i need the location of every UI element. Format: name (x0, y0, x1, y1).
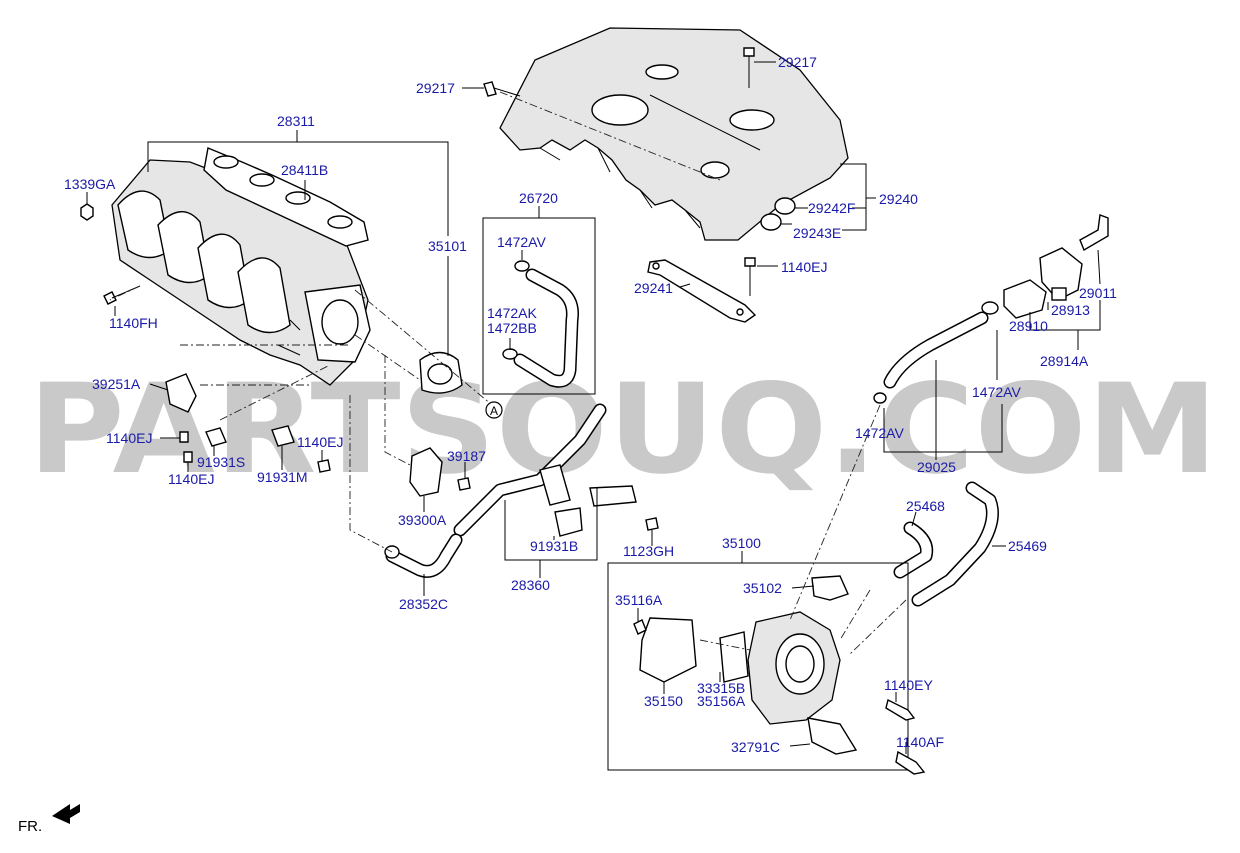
bolt-1140EJ-top-drawing (744, 257, 756, 296)
bolt-1140EJ-c-drawing (317, 459, 331, 473)
part-label-32791C[interactable]: 32791C (731, 739, 780, 755)
pcv-bracket-drawing (981, 214, 1109, 319)
part-label-33315B[interactable]: 33315B (697, 680, 745, 696)
part-label-35116A[interactable]: 35116A (615, 592, 663, 608)
part-label-91931S[interactable]: 91931S (197, 454, 245, 470)
watermark: PARTSOUQ.COM (28, 358, 1218, 502)
throttle-body-drawing (633, 575, 858, 755)
part-label-1140EY[interactable]: 1140EY (884, 677, 933, 693)
part-label-1140AF[interactable]: 1140AF (896, 734, 944, 750)
part-label-29241[interactable]: 29241 (634, 280, 673, 296)
manifold-gasket-drawing (203, 147, 369, 247)
sensor-39251A-drawing (165, 373, 197, 413)
nut-1339GA-drawing (80, 203, 94, 221)
cover-bracket-drawing (647, 259, 757, 323)
hose-25468-drawing (893, 521, 934, 579)
part-label-1472AK[interactable]: 1472AK (487, 305, 537, 321)
part-label-1472AV[interactable]: 1472AV (855, 425, 904, 441)
part-label-28411B[interactable]: 28411B (281, 162, 328, 178)
clip-91931M-drawing (271, 425, 295, 447)
part-label-28311[interactable]: 28311 (277, 113, 315, 129)
part-label-28913[interactable]: 28913 (1051, 302, 1090, 318)
part-label-29025[interactable]: 29025 (917, 459, 956, 475)
part-label-35156A[interactable]: 35156A (697, 693, 746, 709)
part-label-1140EJ[interactable]: 1140EJ (106, 430, 152, 446)
part-label-39300A[interactable]: 39300A (398, 512, 447, 528)
clip-91931S-drawing (205, 427, 227, 447)
part-label-1472AV[interactable]: 1472AV (497, 234, 546, 250)
part-label-29242F[interactable]: 29242F (808, 200, 855, 216)
hose-26720-drawing (502, 260, 579, 388)
part-label-25469[interactable]: 25469 (1008, 538, 1047, 554)
part-label-1123GH[interactable]: 1123GH (623, 543, 674, 559)
front-direction-indicator: FR. (18, 804, 80, 835)
part-label-1339GA[interactable]: 1339GA (64, 176, 116, 192)
part-label-35100[interactable]: 35100 (722, 535, 761, 551)
pipe-28360-drawing (453, 403, 637, 537)
part-label-1472BB[interactable]: 1472BB (487, 320, 537, 336)
assembly-dashed-lines (109, 91, 907, 655)
throttle-body-box (607, 562, 909, 771)
bolt-1123GH-drawing (645, 517, 659, 531)
part-label-1140EJ[interactable]: 1140EJ (781, 259, 827, 275)
part-label-28914A[interactable]: 28914A (1040, 353, 1089, 369)
part-labels: 29217 29217 28311 28411B 1339GA 26720 35… (64, 54, 1117, 755)
part-label-28360[interactable]: 28360 (511, 577, 550, 593)
part-label-29217[interactable]: 29217 (416, 80, 455, 96)
bolt-1140EJ-a-drawing (179, 431, 189, 443)
bolt-1140EY-drawing (885, 698, 916, 721)
callout-marker-A[interactable]: A (485, 401, 503, 419)
front-direction-label: FR. (18, 818, 42, 835)
part-label-39251A[interactable]: 39251A (92, 376, 141, 392)
part-label-91931B[interactable]: 91931B (530, 538, 578, 554)
bolt-29217-left-drawing (483, 81, 521, 97)
cover-grommets-drawing (760, 197, 796, 231)
bolt-29217-right-drawing (743, 47, 755, 88)
map-sensor-drawing (409, 447, 471, 497)
callout-marker-label: A (490, 404, 498, 418)
part-label-35102[interactable]: 35102 (743, 580, 782, 596)
part-label-1140EJ[interactable]: 1140EJ (297, 434, 343, 450)
part-label-35101[interactable]: 35101 (428, 238, 467, 254)
part-label-28352C[interactable]: 28352C (399, 596, 448, 612)
part-label-28910[interactable]: 28910 (1009, 318, 1048, 334)
part-label-91931M[interactable]: 91931M (257, 469, 308, 485)
hose-29025-drawing (873, 311, 989, 404)
part-label-39187[interactable]: 39187 (447, 448, 486, 464)
engine-cover-drawing (499, 27, 849, 241)
part-label-29243E[interactable]: 29243E (793, 225, 841, 241)
front-arrow-icon (52, 804, 80, 824)
part-label-1140FH[interactable]: 1140FH (109, 315, 158, 331)
part-label-25468[interactable]: 25468 (906, 498, 945, 514)
part-label-35150[interactable]: 35150 (644, 693, 683, 709)
part-label-29217[interactable]: 29217 (778, 54, 817, 70)
leader-lines (86, 61, 1101, 754)
bolt-1140EJ-b-drawing (183, 451, 193, 463)
part-label-29240[interactable]: 29240 (879, 191, 918, 207)
hose-28352C-drawing (384, 533, 463, 578)
part-label-29011[interactable]: 29011 (1079, 285, 1117, 301)
part-label-1472AV[interactable]: 1472AV (972, 384, 1021, 400)
hose-25469-drawing (911, 481, 999, 607)
throttle-gasket-drawing (419, 351, 463, 394)
bolt-1140AF-drawing (895, 750, 926, 775)
part-label-26720[interactable]: 26720 (519, 190, 558, 206)
part-label-1140EJ[interactable]: 1140EJ (168, 471, 214, 487)
